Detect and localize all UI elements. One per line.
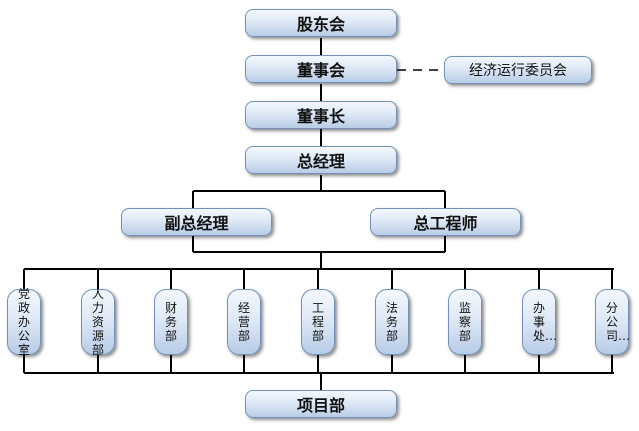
department-box: 财务部 <box>154 289 188 355</box>
department-label: 党政办公室 <box>18 287 31 357</box>
department-label: 监察部 <box>459 301 472 343</box>
chairman-label: 董事长 <box>296 107 345 126</box>
chief-engineer-label: 总工程师 <box>413 214 478 233</box>
general-manager-box: 总经理 <box>245 146 397 174</box>
chief-engineer-box: 总工程师 <box>370 208 521 236</box>
department-label: 工程部 <box>312 301 325 343</box>
chairman-box: 董事长 <box>245 101 397 129</box>
general-manager-label: 总经理 <box>296 152 345 171</box>
department-box: 经营部 <box>227 289 261 355</box>
department-box: 分公司… <box>595 289 631 355</box>
department-label: 财务部 <box>165 301 178 343</box>
department-label: 法务部 <box>386 301 399 343</box>
board-box: 董事会 <box>245 55 397 83</box>
department-box: 法务部 <box>375 289 409 355</box>
shareholders-box: 股东会 <box>245 9 397 37</box>
committee-label: 经济运行委员会 <box>469 63 567 79</box>
department-box: 监察部 <box>448 289 482 355</box>
department-box: 人力资源部 <box>81 287 115 357</box>
shareholders-label: 股东会 <box>296 15 345 34</box>
deputy-gm-label: 副总经理 <box>164 214 229 233</box>
department-box: 工程部 <box>301 289 335 355</box>
department-box: 办事处… <box>522 289 558 355</box>
project-dept-box: 项目部 <box>245 390 397 418</box>
department-box: 党政办公室 <box>7 287 41 357</box>
department-label: 办事处… <box>533 301 558 343</box>
department-label: 经营部 <box>238 301 251 343</box>
project-dept-label: 项目部 <box>296 396 345 415</box>
committee-box: 经济运行委员会 <box>444 56 592 84</box>
department-label: 分公司… <box>606 301 631 343</box>
deputy-gm-box: 副总经理 <box>121 208 272 236</box>
department-label: 人力资源部 <box>92 287 105 357</box>
board-label: 董事会 <box>296 61 345 80</box>
